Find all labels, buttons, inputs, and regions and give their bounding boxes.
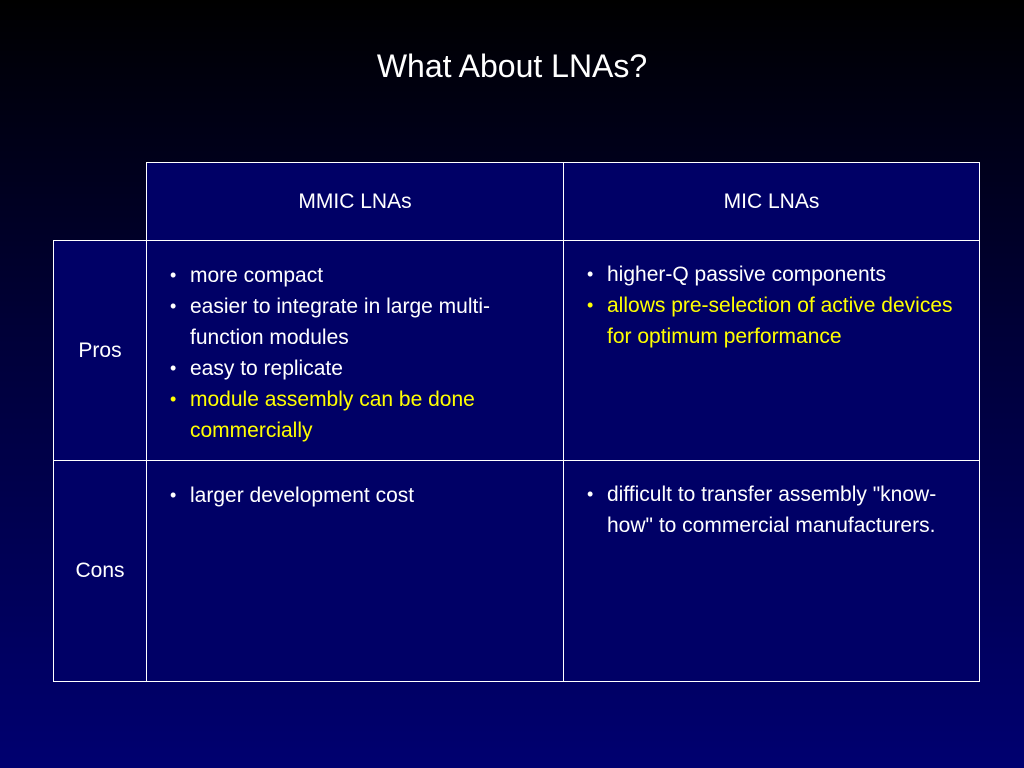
- bullet-list: • difficult to transfer assembly "know-ho…: [584, 479, 969, 541]
- bullet-item: • difficult to transfer assembly "know-ho…: [584, 479, 969, 541]
- bullet-dot-icon: •: [587, 295, 594, 315]
- bullet-list: • more compact • easier to integrate in lar…: [167, 260, 553, 446]
- row-label-cons: Cons: [53, 460, 147, 682]
- column-header-mmic: MMIC LNAs: [146, 162, 564, 241]
- bullet-item: • more compact: [167, 260, 553, 291]
- bullet-dot-icon: •: [170, 358, 177, 378]
- bullet-text: allows pre-selection of active devices f…: [607, 294, 953, 348]
- bullet-dot-icon: •: [170, 296, 177, 316]
- bullet-dot-icon: •: [170, 265, 177, 285]
- bullet-item: • allows pre-selection of active devices …: [584, 290, 969, 352]
- bullet-item: • larger development cost: [167, 480, 553, 511]
- cell-cons-mic: • difficult to transfer assembly "know-ho…: [563, 460, 980, 682]
- bullet-item: • higher-Q passive components: [584, 259, 969, 290]
- bullet-dot-icon: •: [587, 484, 594, 504]
- bullet-text: more compact: [190, 264, 324, 287]
- column-header-mic: MIC LNAs: [563, 162, 980, 241]
- bullet-dot-icon: •: [170, 485, 177, 505]
- cell-pros-mmic: • more compact • easier to integrate in lar…: [146, 240, 564, 461]
- cell-pros-mic: • higher-Q passive components • allows pre-…: [563, 240, 980, 461]
- bullet-item: • easier to integrate in large multi-func…: [167, 291, 553, 353]
- cell-cons-mmic: • larger development cost: [146, 460, 564, 682]
- bullet-text: module assembly can be done commercially: [190, 388, 475, 442]
- bullet-text: larger development cost: [190, 484, 415, 507]
- bullet-dot-icon: •: [587, 264, 594, 284]
- bullet-text: easier to integrate in large multi-funct…: [190, 295, 490, 349]
- bullet-text: difficult to transfer assembly "know-how…: [607, 483, 937, 537]
- bullet-item: • module assembly can be done commerciall…: [167, 384, 553, 446]
- bullet-text: higher-Q passive components: [607, 263, 886, 286]
- row-label-pros: Pros: [53, 240, 147, 461]
- bullet-item: • easy to replicate: [167, 353, 553, 384]
- slide-title: What About LNAs?: [376, 48, 648, 84]
- bullet-list: • higher-Q passive components • allows pre-…: [584, 259, 969, 352]
- bullet-text: easy to replicate: [190, 357, 343, 380]
- bullet-list: • larger development cost: [167, 480, 553, 511]
- bullet-dot-icon: •: [170, 389, 177, 409]
